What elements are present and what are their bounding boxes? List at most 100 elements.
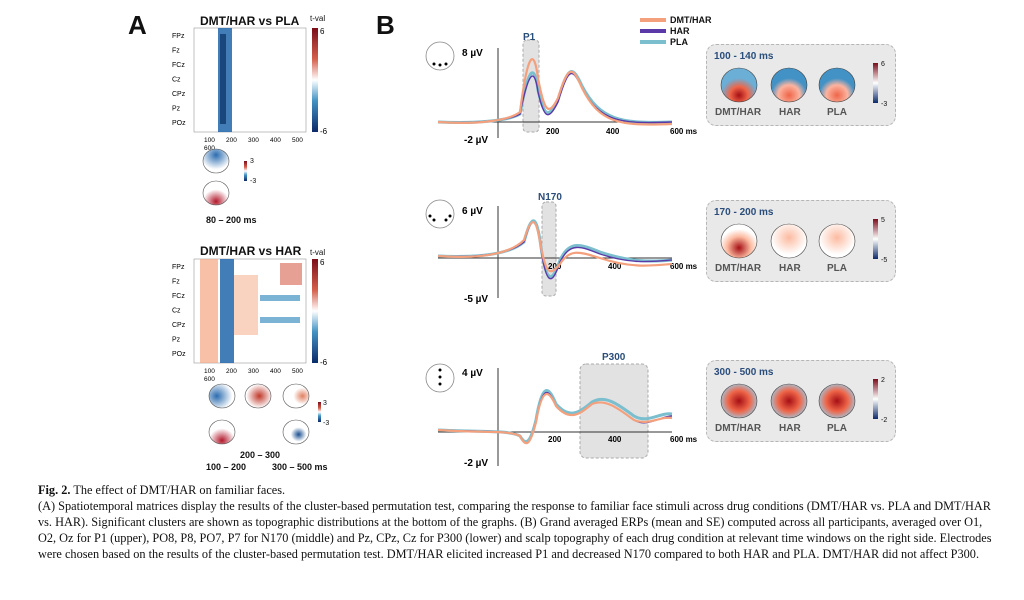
xtick-label: 400 [270, 368, 281, 375]
erp-legend: DMT/HAR HAR PLA [640, 14, 712, 47]
matrix1-frame [193, 27, 307, 133]
channel-label: Cz [172, 308, 181, 315]
matrix1-topos [202, 148, 247, 206]
svg-text:200: 200 [548, 435, 562, 444]
channel-label: POz [172, 351, 186, 358]
channel-label: FCz [172, 62, 185, 69]
channel-label: Fz [172, 279, 180, 286]
matrix2-cluster-red [200, 259, 218, 363]
panel-a-letter: A [128, 10, 147, 40]
p300-topo-box: 300 - 500 ms DMT/HAR HAR PLA 2 -2 [706, 360, 896, 442]
p300-label: P300 [602, 352, 626, 363]
caption-body: (A) Spatiotemporal matrices display the … [38, 499, 992, 561]
matrix2-topo-cb-max: 3 [323, 400, 327, 407]
p1-pla-line [437, 70, 673, 125]
legend-item-har: HAR [640, 25, 712, 36]
matrix2-colorbar [312, 259, 318, 363]
svg-text:200: 200 [546, 127, 560, 136]
n170-ymin: -5 µV [464, 294, 488, 305]
channel-label: Pz [172, 337, 181, 344]
legend-item-pla: PLA [640, 36, 712, 47]
figure-caption: Fig. 2. The effect of DMT/HAR on familia… [38, 482, 998, 562]
svg-text:600 ms: 600 ms [670, 262, 698, 271]
matrix1-cb-max: 6 [320, 27, 325, 36]
matrix2-band2 [260, 317, 300, 323]
channel-label: Pz [172, 106, 181, 113]
xtick-label: 300 [248, 368, 259, 375]
svg-text:200: 200 [548, 262, 562, 271]
xtick-label: 200 [226, 137, 237, 144]
svg-text:400: 400 [608, 435, 622, 444]
matrix2-title: DMT/HAR vs HAR [200, 244, 302, 258]
p1-label: P1 [523, 32, 536, 43]
p1-har-line [437, 72, 673, 124]
matrix2-cluster-red2 [234, 275, 258, 335]
matrix2-topos [208, 383, 321, 445]
channel-label: FPz [172, 264, 185, 271]
matrix2-colorbar-label: t-val [310, 248, 326, 257]
channel-label: Cz [172, 77, 181, 84]
matrix2-cluster-red3 [280, 263, 302, 285]
matrix1-topo-cb-min: -3 [250, 178, 257, 185]
caption-fig-title: The effect of DMT/HAR on familiar faces. [73, 483, 286, 497]
matrix2-band1 [260, 295, 300, 301]
p1-ymax: 8 µV [462, 48, 483, 59]
p300-ymin: -2 µV [464, 458, 488, 469]
matrix1-colorbar [312, 28, 318, 132]
xtick-label: 100 [204, 368, 215, 375]
n170-topo-box: 170 - 200 ms DMT/HAR HAR PLA 5 -5 [706, 200, 896, 282]
xtick-label: 200 [226, 368, 237, 375]
legend-item-dmt-har: DMT/HAR [640, 14, 712, 25]
p1-topo-box: 100 - 140 ms DMT/HAR HAR PLA 6 -3 [706, 44, 896, 126]
matrix1-cluster-core [220, 34, 226, 124]
channel-label: CPz [172, 322, 186, 329]
n170-label: N170 [538, 192, 562, 203]
channel-label: Fz [172, 48, 180, 55]
channel-label: FCz [172, 293, 185, 300]
matrix1-window: 80 – 200 ms [206, 215, 257, 225]
xtick-label: 500 [292, 137, 303, 144]
n170-ymax: 6 µV [462, 206, 483, 217]
n170-window [541, 201, 557, 297]
panel-b-letter: B [376, 10, 395, 40]
matrix1-topo-cb-max: 3 [250, 158, 254, 165]
matrix2-cluster-blue [220, 259, 234, 363]
xtick-label: 300 [248, 137, 259, 144]
xtick-label: 100 [204, 137, 215, 144]
matrix2-cb-min: -6 [320, 358, 328, 367]
erp-plot-n170: N170 6 µV -5 µV 200 400 600 ms [425, 192, 698, 305]
svg-text:600 ms: 600 ms [670, 435, 698, 444]
matrix2-topo-cb-min: -3 [323, 420, 330, 427]
channel-label: CPz [172, 91, 186, 98]
xtick-label: 500 [292, 368, 303, 375]
svg-text:400: 400 [606, 127, 620, 136]
caption-fig-label: Fig. 2. [38, 483, 71, 497]
matrix1-colorbar-label: t-val [310, 14, 326, 23]
matrix1-xticks: 100 200 300 400 500 [204, 137, 303, 144]
p1-dmt-line [437, 58, 673, 126]
matrix1-cb-min: -6 [320, 127, 328, 136]
p300-dmt-line [437, 393, 673, 445]
svg-text:600 ms: 600 ms [670, 127, 698, 136]
matrix2-xtick-600: 600 [204, 376, 215, 383]
svg-text:400: 400 [608, 262, 622, 271]
channel-label: POz [172, 120, 186, 127]
matrix1-title: DMT/HAR vs PLA [200, 14, 300, 28]
matrix2-window-left: 100 – 200 [206, 462, 247, 472]
matrix2-cb-max: 6 [320, 258, 325, 267]
matrix1-xtick-600: 600 [204, 145, 215, 152]
n170-dmt-line [437, 221, 673, 273]
erp-plot-p1: P1 8 µV -2 µV 200 400 600 ms [425, 32, 698, 146]
matrix2-xticks: 100 200 300 400 500 [204, 368, 303, 375]
p1-ymin: -2 µV [464, 135, 488, 146]
channel-label: FPz [172, 33, 185, 40]
p300-ymax: 4 µV [462, 368, 483, 379]
matrix2-window-right: 300 – 500 ms [272, 462, 328, 472]
xtick-label: 400 [270, 137, 281, 144]
matrix2-window-mid: 200 – 300 [240, 450, 281, 460]
erp-plot-p300: P300 4 µV -2 µV 200 400 600 ms [425, 352, 698, 469]
